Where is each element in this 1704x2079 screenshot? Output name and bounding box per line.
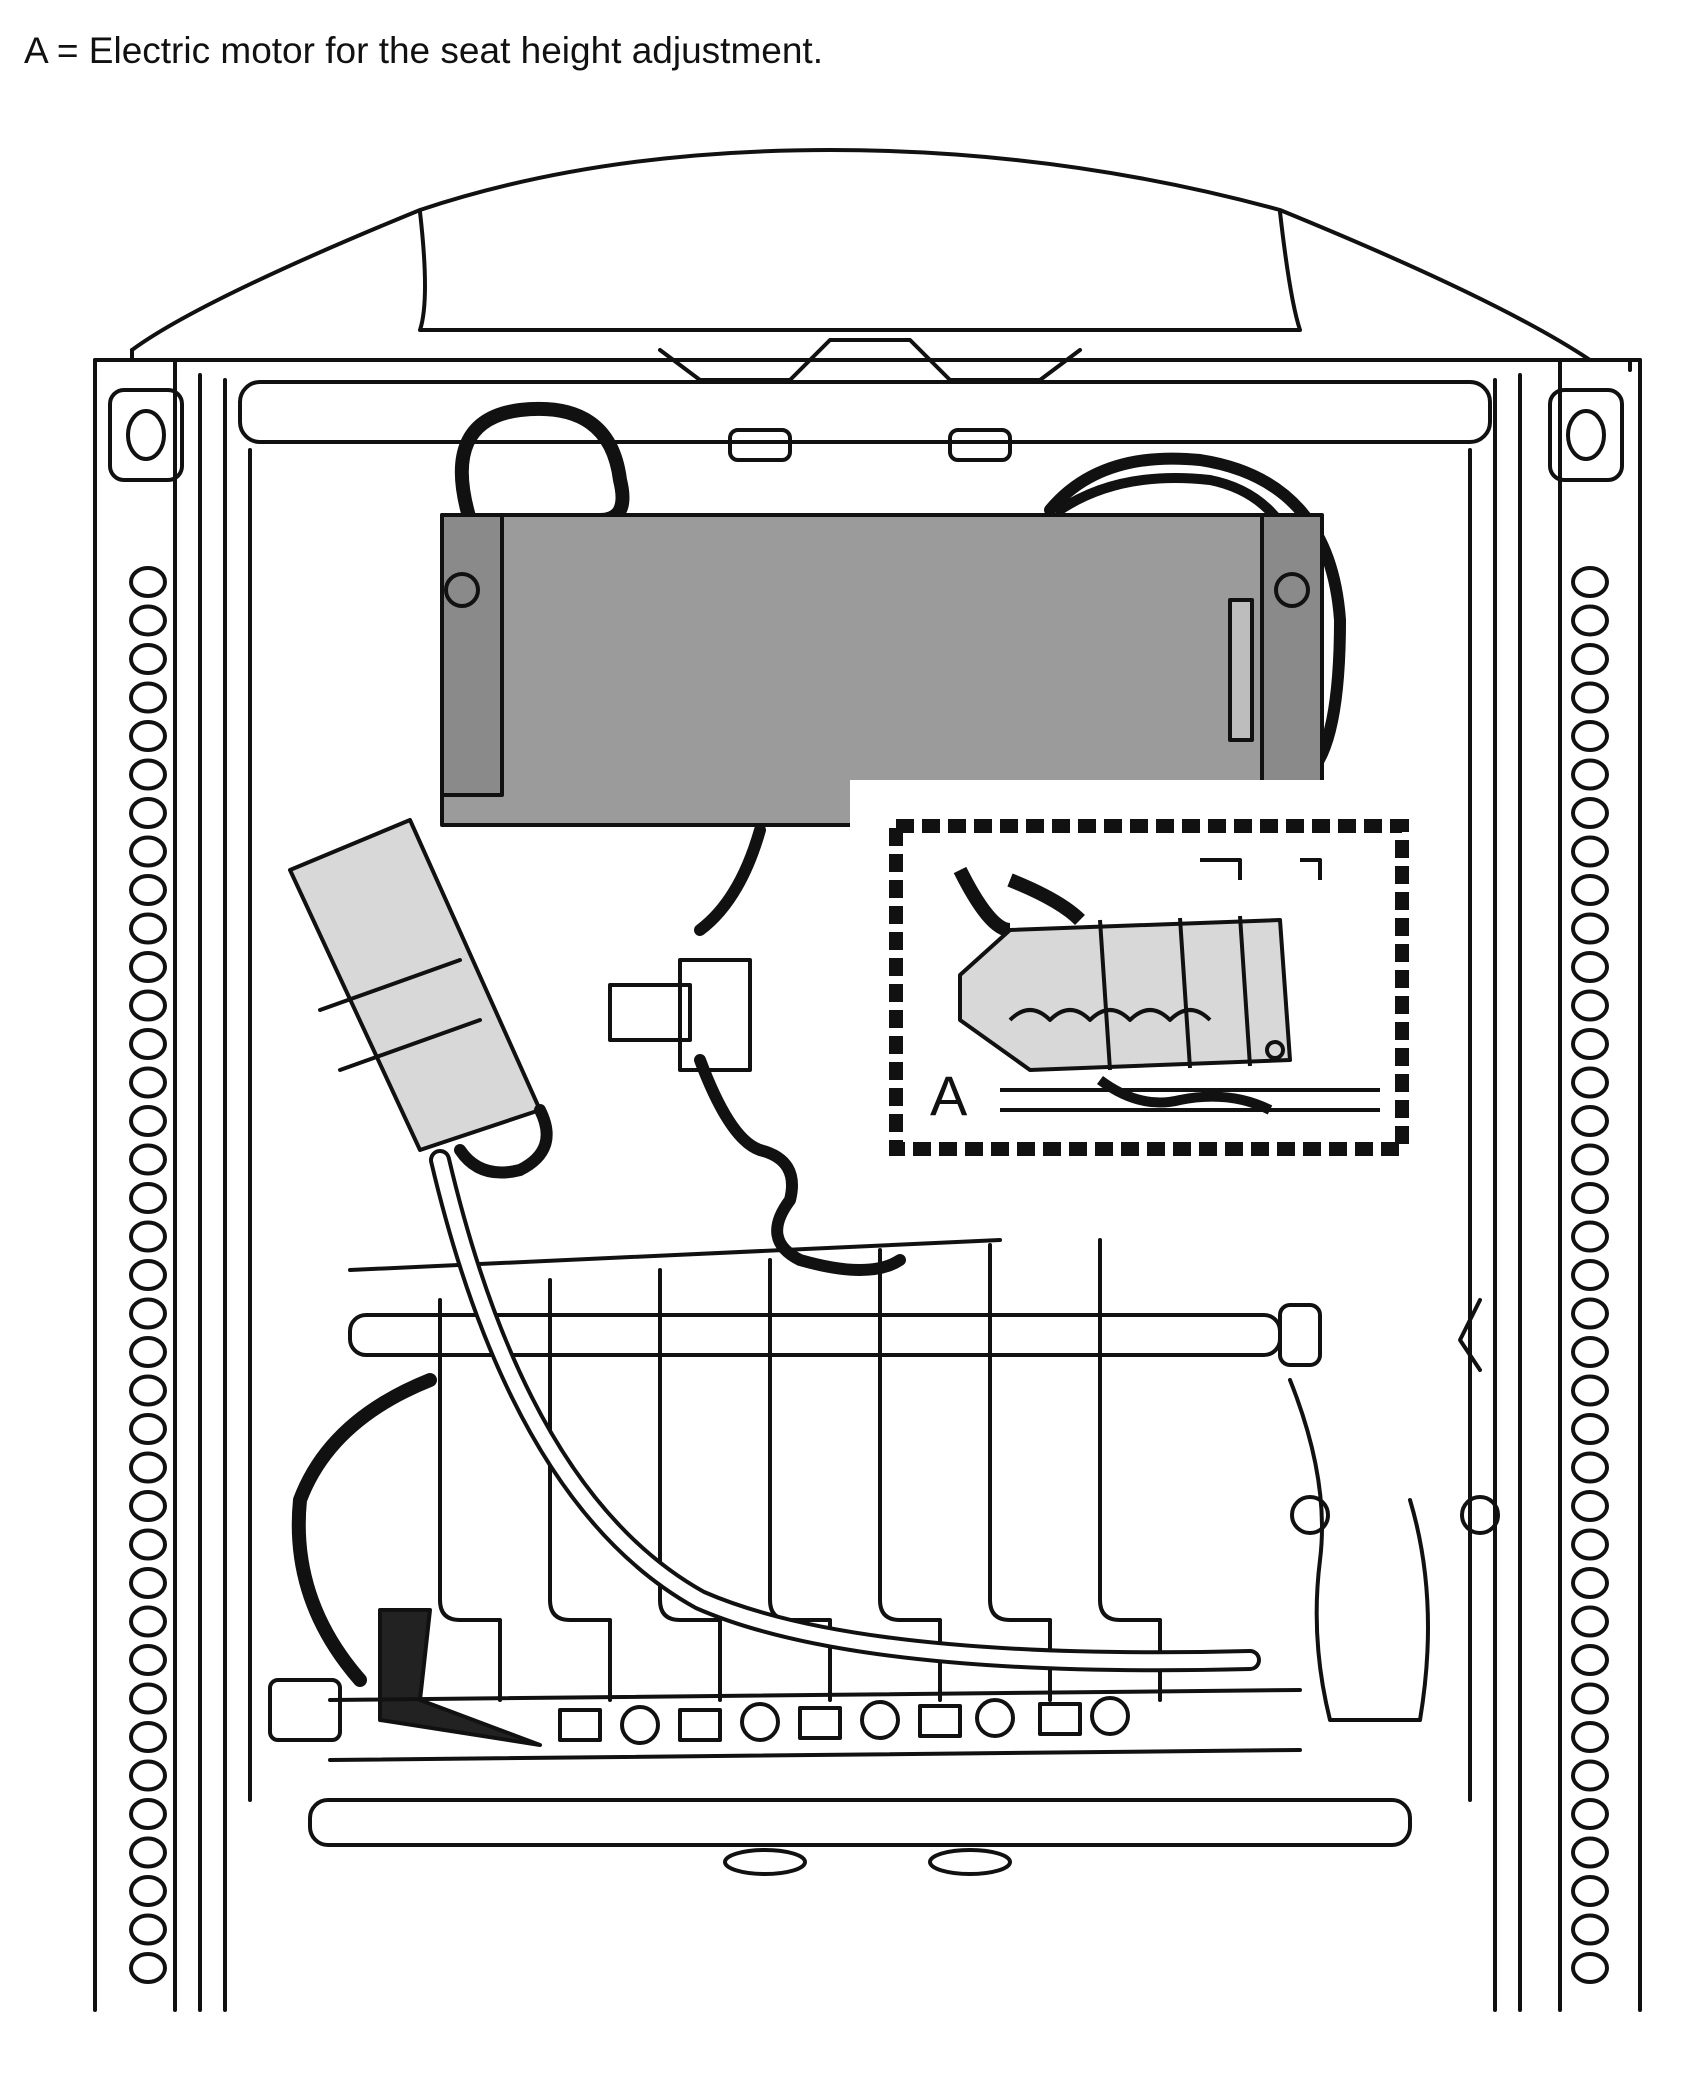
rail-hole [129, 797, 167, 829]
rail-hole [1571, 720, 1609, 752]
rail-hole [1571, 1259, 1609, 1291]
rail-hole [1571, 874, 1609, 906]
rail-hole [1571, 1644, 1609, 1676]
rail-hole [1571, 1836, 1609, 1869]
rail-hole [1571, 989, 1609, 1022]
callout-label-a: A [930, 1064, 968, 1127]
right-side-rail [1493, 358, 1642, 2012]
rail-hole [129, 566, 167, 598]
rail-hole [129, 1836, 167, 1869]
rail-hole [1571, 1913, 1609, 1946]
backrest-motor [288, 818, 553, 1179]
rail-hole [129, 874, 167, 906]
rail-hole [1571, 566, 1609, 598]
rail-hole [1571, 681, 1609, 714]
seat-height-motor [958, 915, 1292, 1072]
rail-hole [129, 835, 167, 868]
rail-hole [129, 989, 167, 1022]
rail-hole [129, 1143, 167, 1176]
rail-hole [1571, 643, 1609, 675]
rail-hole [1571, 1490, 1609, 1522]
rail-hole [1571, 1952, 1609, 1984]
rail-hole [129, 1336, 167, 1368]
rail-hole [129, 604, 167, 637]
rail-hole [129, 1682, 167, 1715]
bottom-cross-tube [308, 1798, 1412, 1847]
rail-hole [1571, 1528, 1609, 1561]
wiring-harness-top [454, 401, 630, 527]
rail-hole [129, 1567, 167, 1599]
rail-hole [129, 1528, 167, 1561]
rail-hole [1571, 1220, 1609, 1253]
rail-hole [129, 720, 167, 752]
control-unit [440, 513, 1324, 827]
left-side-rail [93, 358, 227, 2012]
rail-hole [1571, 912, 1609, 945]
rail-hole [129, 758, 167, 791]
rail-hole [1571, 1066, 1609, 1099]
upper-cross-tube [238, 380, 1492, 444]
rail-hole [1571, 1759, 1609, 1792]
rail-hole [129, 1297, 167, 1330]
rail-hole [129, 1605, 167, 1638]
rail-hole [129, 1721, 167, 1753]
left-rail-holes [129, 566, 167, 1984]
rail-hole [1571, 1297, 1609, 1330]
rail-hole [129, 1913, 167, 1946]
seat-height-motor-lower [268, 1608, 542, 1747]
right-rail-holes [1571, 566, 1609, 1984]
rail-hole [129, 1952, 167, 1984]
rail-hole [1571, 835, 1609, 868]
rail-hole [129, 1220, 167, 1253]
lower-rail [328, 1688, 1302, 1762]
rail-hole [1571, 1567, 1609, 1599]
rail-hole [129, 1105, 167, 1137]
rail-hole [1571, 1875, 1609, 1907]
rail-hole [129, 1451, 167, 1484]
rail-hole [129, 1759, 167, 1792]
rail-hole [129, 1066, 167, 1099]
rail-hole [129, 1798, 167, 1830]
rail-hole [1571, 951, 1609, 983]
rail-hole [1571, 1105, 1609, 1137]
rail-hole [1571, 1182, 1609, 1214]
rail-hole [1571, 1374, 1609, 1407]
rail-hole [1571, 1413, 1609, 1445]
rail-hole [1571, 1143, 1609, 1176]
rail-hole [1571, 1028, 1609, 1060]
rail-hole [129, 1182, 167, 1214]
rail-hole [129, 951, 167, 983]
rail-hole [129, 643, 167, 675]
rail-hole [1571, 1451, 1609, 1484]
rail-hole [1571, 797, 1609, 829]
rail-hole [1571, 758, 1609, 791]
caption: A = Electric motor for the seat height a… [24, 30, 823, 71]
callout-box-a: A [850, 780, 1450, 1200]
rail-hole [129, 912, 167, 945]
rail-hole [129, 1644, 167, 1676]
rail-hole [129, 1028, 167, 1060]
rail-hole [129, 1875, 167, 1907]
rail-hole [129, 1490, 167, 1522]
rail-hole [129, 1413, 167, 1445]
seat-top-cushion [130, 148, 1592, 362]
rail-hole [129, 1374, 167, 1407]
rail-hole [1571, 1682, 1609, 1715]
rail-hole [1571, 604, 1609, 637]
rail-hole [1571, 1605, 1609, 1638]
rail-hole [129, 681, 167, 714]
rail-hole [1571, 1336, 1609, 1368]
rail-hole [129, 1259, 167, 1291]
rail-hole [1571, 1798, 1609, 1830]
drive-cable [429, 1149, 1261, 1673]
rail-hole [1571, 1721, 1609, 1753]
